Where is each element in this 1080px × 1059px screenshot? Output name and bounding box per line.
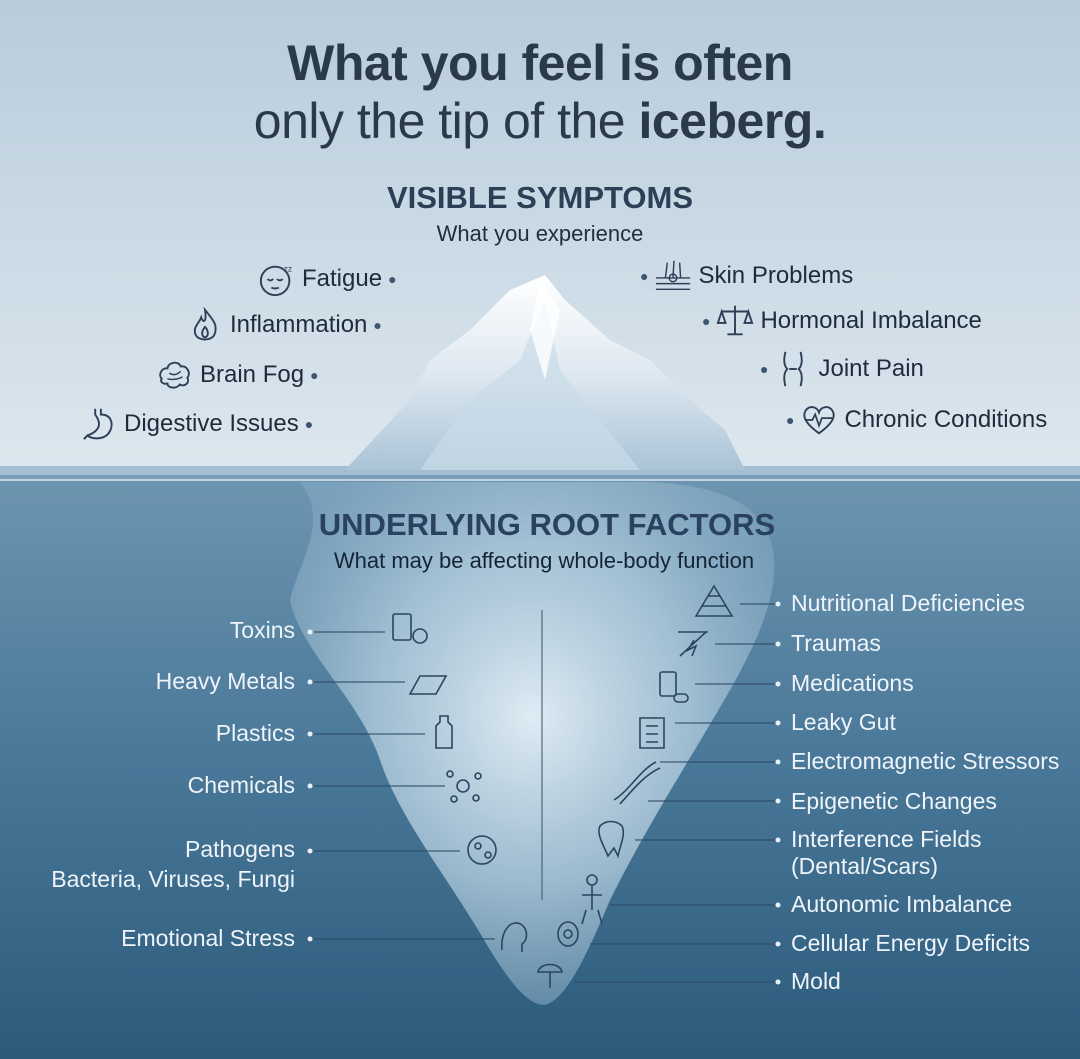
root-factors-heading: UNDERLYING ROOT FACTORS <box>318 507 776 542</box>
symptom-joint-pain: ● Joint Pain <box>760 350 924 388</box>
stomach-icon <box>83 408 113 440</box>
symptom-digestive-issues: Digestive Issues● <box>80 405 313 443</box>
factor-medications: Medications <box>791 670 914 696</box>
mushroom-icon <box>537 963 563 988</box>
factor-electromagnetic-stressors: Electromagnetic Stressors <box>791 748 1060 774</box>
cell-icon <box>557 921 579 947</box>
symptom-fatigue: zz Fatigue● <box>258 260 397 298</box>
symptom-label: Brain Fog <box>200 361 305 388</box>
food-pyramid-icon <box>694 584 734 617</box>
factor-interference-fields-sublabel: (Dental/Scars) <box>791 853 938 879</box>
dna-icon <box>613 761 661 805</box>
factor-nutritional-deficiencies: Nutritional Deficiencies <box>791 590 1025 616</box>
skin-layers-icon <box>656 260 691 291</box>
factor-plastics: Plastics <box>215 720 295 746</box>
symptom-label: Joint Pain <box>818 355 924 382</box>
factor-interference-fields: Interference Fields (Dental/Scars) <box>791 826 981 880</box>
root-factors-subheading: What may be affecting whole-body functio… <box>333 548 755 573</box>
broken-shield-icon <box>678 631 708 657</box>
symptom-skin-problems: ● Skin Problems <box>640 257 853 295</box>
factor-epigenetic-changes: Epigenetic Changes <box>791 788 997 814</box>
head-stress-icon <box>501 922 528 952</box>
heart-pulse-icon <box>803 406 836 435</box>
factor-pathogens-label: Pathogens <box>185 836 295 862</box>
factor-chemicals: Chemicals <box>187 772 295 798</box>
factor-cellular-energy-deficits: Cellular Energy Deficits <box>791 930 1031 956</box>
flame-icon <box>193 306 217 341</box>
title-line-1: What you feel is often <box>287 35 793 91</box>
metal-bar-icon <box>408 675 448 695</box>
factor-autonomic-imbalance: Autonomic Imbalance <box>791 891 1013 917</box>
symptom-label: Digestive Issues <box>124 410 299 437</box>
nervous-system-icon <box>581 874 603 925</box>
factor-emotional-stress: Emotional Stress <box>121 925 295 951</box>
factor-toxins: Toxins <box>229 617 295 643</box>
factor-mold: Mold <box>791 968 841 994</box>
symptom-label: Fatigue <box>302 265 383 292</box>
symptom-label: Inflammation <box>230 311 368 338</box>
factor-heavy-metals: Heavy Metals <box>155 668 295 694</box>
plastic-bottle-icon <box>435 715 453 749</box>
factor-interference-fields-label: Interference Fields <box>791 826 982 852</box>
intestine-icon <box>639 717 665 749</box>
visible-symptoms-subheading: What you experience <box>436 221 644 246</box>
title-line-2: only the tip of the iceberg. <box>253 93 827 149</box>
factor-pathogens: Pathogens Bacteria, Viruses, Fungi <box>51 834 295 894</box>
sleepy-face-icon: zz <box>259 263 293 297</box>
tooth-icon <box>598 820 625 859</box>
symptom-inflammation: Inflammation● <box>186 306 382 344</box>
balance-scale-icon <box>717 305 754 336</box>
pill-bottle-icon <box>659 671 689 703</box>
molecule-icon <box>446 770 482 803</box>
factor-traumas: Traumas <box>791 630 881 656</box>
svg-text:zz: zz <box>284 263 293 273</box>
factor-leaky-gut: Leaky Gut <box>791 709 896 735</box>
symptom-brain-fog: Brain Fog● <box>156 356 319 394</box>
symptom-hormonal-imbalance: ● Hormonal Imbalance <box>702 302 982 340</box>
toxic-barrel-icon <box>392 613 428 644</box>
microbe-icon <box>467 835 497 865</box>
knee-joint-icon <box>783 351 804 387</box>
symptom-label: Chronic Conditions <box>844 406 1048 433</box>
brain-cloud-icon <box>159 361 190 389</box>
symptom-label: Hormonal Imbalance <box>760 307 982 334</box>
factor-pathogens-sublabel: Bacteria, Viruses, Fungi <box>51 866 295 892</box>
symptom-label: Skin Problems <box>698 262 854 289</box>
visible-symptoms-heading: VISIBLE SYMPTOMS <box>386 180 694 215</box>
symptom-chronic-conditions: ● Chronic Conditions <box>786 401 1047 439</box>
